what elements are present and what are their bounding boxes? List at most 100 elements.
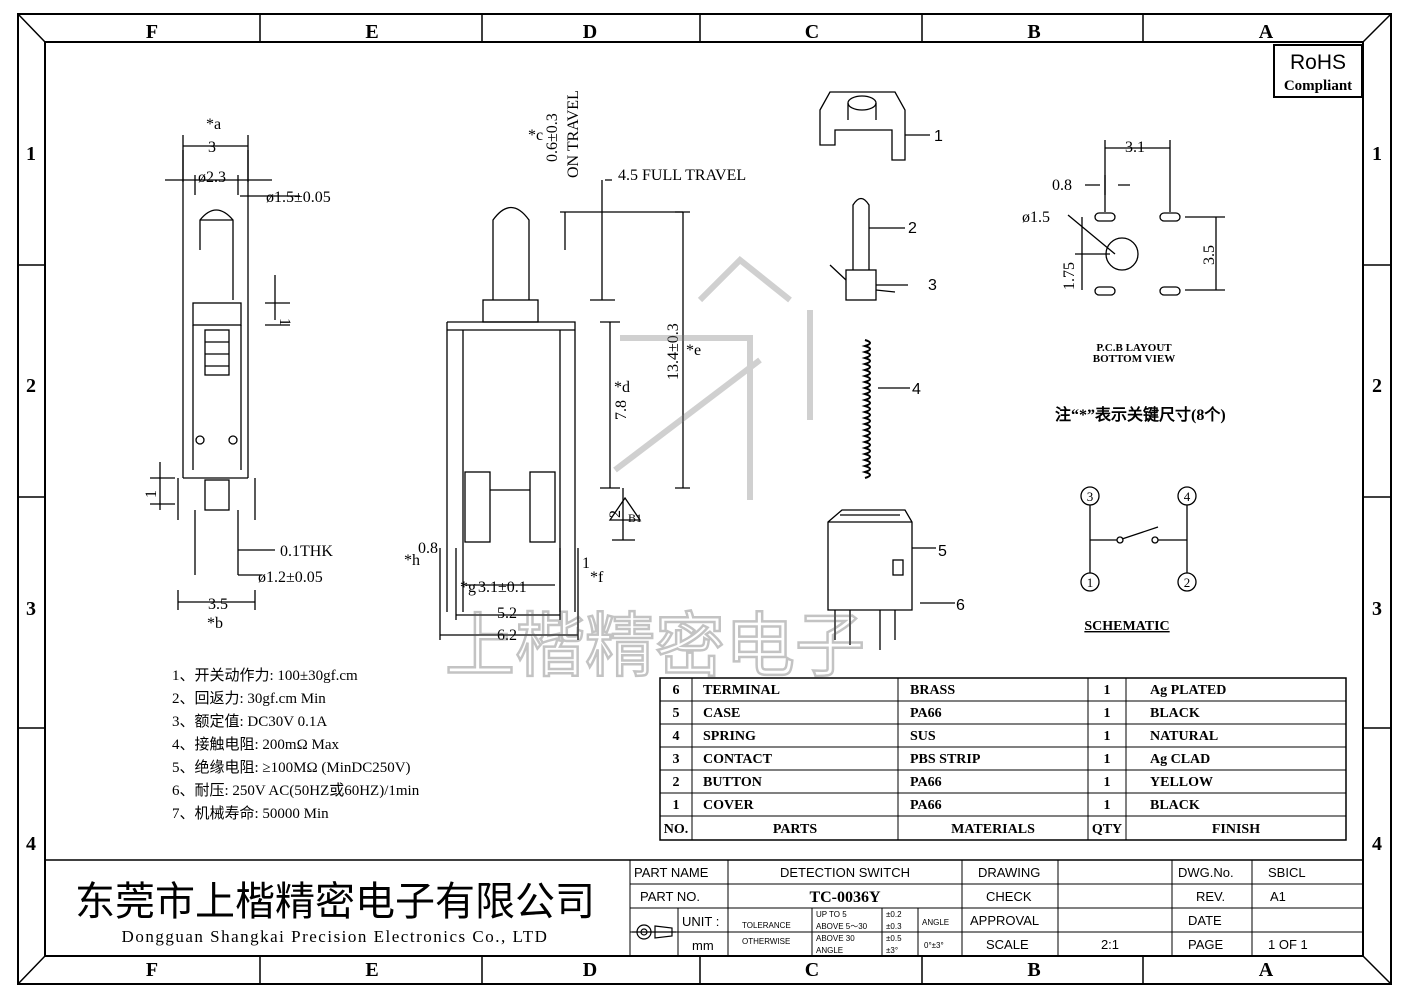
pcb-gap: 0.8 xyxy=(1052,177,1072,194)
page-label: PAGE xyxy=(1188,937,1223,952)
bom-cell-qty: 1 xyxy=(1104,706,1111,721)
dim-e-label: *e xyxy=(686,342,701,359)
dim-width-top: 3 xyxy=(208,139,216,156)
pcb-height-1: 1.75 xyxy=(1061,262,1078,290)
dim-h-val: 0.8 xyxy=(418,540,438,557)
dim-full-travel: 4.5 FULL TRAVEL xyxy=(618,167,746,184)
bom-cell-finish: BLACK xyxy=(1150,706,1200,721)
dim-on-travel-val: 0.6±0.3 xyxy=(544,113,561,162)
bom-cell-no: 5 xyxy=(673,706,680,721)
zone-row-3-right: 3 xyxy=(1372,598,1382,620)
bom-cell-finish: YELLOW xyxy=(1150,775,1213,790)
bom-cell-finish: Ag PLATED xyxy=(1150,683,1226,698)
pcb-title: P.C.B LAYOUT xyxy=(1096,342,1172,354)
bom-cell-material: SUS xyxy=(910,729,936,744)
rev-label: REV. xyxy=(1196,889,1225,904)
dim-g-label: *g xyxy=(460,579,476,596)
spec-5: 5、绝缘电阻: ≥100MΩ (MinDC250V) xyxy=(172,759,411,776)
dim-tip-dia: ø2.3 xyxy=(198,169,226,186)
range-2: ABOVE 5～30 xyxy=(816,922,868,931)
range-4: ANGLE xyxy=(816,946,843,955)
dim-c-label: *c xyxy=(528,127,543,144)
drawing-label: DRAWING xyxy=(978,865,1040,880)
bom-cell-parts: SPRING xyxy=(703,729,756,744)
pcb-width: 3.1 xyxy=(1125,139,1145,156)
zone-col-b: B xyxy=(1027,21,1040,43)
bom-cell-qty: 1 xyxy=(1104,798,1111,813)
sch-node-3: 3 xyxy=(1087,489,1094,504)
rohs-stamp: RoHS Compliant xyxy=(1273,44,1363,98)
bom-cell-parts: CONTACT xyxy=(703,752,773,767)
zone-col-b-bottom: B xyxy=(1027,959,1040,981)
dwg-no-value: SBICL xyxy=(1268,865,1306,880)
dim-b-label: *b xyxy=(207,615,223,632)
projection-symbol-icon xyxy=(632,924,676,940)
dim-body-height: 7.8 xyxy=(613,400,630,420)
part-name-value: DETECTION SWITCH xyxy=(780,865,910,880)
zone-row-4-right: 4 xyxy=(1372,833,1382,855)
dim-f-label: *f xyxy=(590,569,604,586)
spec-3: 3、额定值: DC30V 0.1A xyxy=(172,713,327,730)
spec-7: 7、机械寿命: 50000 Min xyxy=(172,804,329,822)
angle-value: 0°±3° xyxy=(924,941,944,950)
scale-value: 2:1 xyxy=(1101,937,1119,952)
check-label: CHECK xyxy=(986,889,1032,904)
title-block: 东莞市上楷精密电子有限公司 Dongguan Shangkai Precisio… xyxy=(44,859,1364,957)
company-name-en: Dongguan Shangkai Precision Electronics … xyxy=(122,927,549,946)
bom-cell-finish: Ag CLAD xyxy=(1150,752,1210,767)
part-name-label: PART NAME xyxy=(634,865,709,880)
zone-row-3: 3 xyxy=(26,598,36,620)
sch-node-2: 2 xyxy=(1184,575,1191,590)
dim-lead: 2 xyxy=(607,510,624,518)
dim-on-travel-text: ON TRAVEL xyxy=(565,90,582,178)
front-view xyxy=(439,179,690,640)
dim-h-label: *h xyxy=(404,552,420,569)
zone-row-1: 1 xyxy=(26,143,36,165)
pcb-dia: ø1.5 xyxy=(1022,209,1050,226)
zone-row-2-right: 2 xyxy=(1372,375,1382,397)
dim-w2: 6.2 xyxy=(497,627,517,644)
dim-pin-dia: ø1.5±0.05 xyxy=(266,189,331,206)
approval-label: APPROVAL xyxy=(970,913,1039,928)
rohs-compliant: Compliant xyxy=(1284,78,1352,94)
dim-w1: 5.2 xyxy=(497,605,517,622)
dim-lead-f: 1 xyxy=(582,555,590,572)
spec-4: 4、接触电阻: 200mΩ Max xyxy=(172,736,339,753)
part-no-value: TC-0036Y xyxy=(809,889,881,906)
spec-1: 1、开关动作力: 100±30gf.cm xyxy=(172,667,358,684)
tol-1: ±0.2 xyxy=(886,910,902,919)
zone-col-e-bottom: E xyxy=(365,959,378,981)
callout-2: 2 xyxy=(908,220,917,237)
watermark-text: 上楷精密电子 xyxy=(445,605,865,687)
bom-cell-no: 1 xyxy=(673,798,680,813)
dim-step: 1 xyxy=(276,318,293,326)
bom-cell-material: PA66 xyxy=(910,798,942,813)
zone-col-d-bottom: D xyxy=(583,959,597,981)
bom-header-parts: PARTS xyxy=(773,822,818,837)
spec-2: 2、回返力: 30gf.cm Min xyxy=(172,690,326,707)
unit-label: UNIT : xyxy=(682,914,719,929)
callout-1: 1 xyxy=(934,128,943,145)
sch-node-4: 4 xyxy=(1184,489,1191,504)
bom-cell-finish: BLACK xyxy=(1150,798,1200,813)
bom-cell-finish: NATURAL xyxy=(1150,729,1218,744)
tol-4: ±3° xyxy=(886,946,898,955)
callout-5: 5 xyxy=(938,543,947,560)
dim-pitch: 3.1±0.1 xyxy=(478,579,527,596)
scale-label: SCALE xyxy=(986,937,1029,952)
rev-value: A1 xyxy=(1270,889,1286,904)
dim-width-bottom: 3.5 xyxy=(208,596,228,613)
range-3: ABOVE 30 xyxy=(816,934,855,943)
tolerance-label: TOLERANCE xyxy=(742,921,791,930)
sch-node-1: 1 xyxy=(1087,575,1094,590)
callout-6: 6 xyxy=(956,597,965,614)
bom-cell-parts: CASE xyxy=(703,706,740,721)
angle-label: ANGLE xyxy=(922,918,949,927)
bom-cell-no: 4 xyxy=(673,729,680,744)
otherwise-label: OTHERWISE xyxy=(742,937,790,946)
dim-height: 13.4±0.3 xyxy=(665,323,682,380)
bom-cell-no: 2 xyxy=(673,775,680,790)
callout-4: 4 xyxy=(912,381,921,398)
bom-cell-material: PBS STRIP xyxy=(910,752,981,767)
